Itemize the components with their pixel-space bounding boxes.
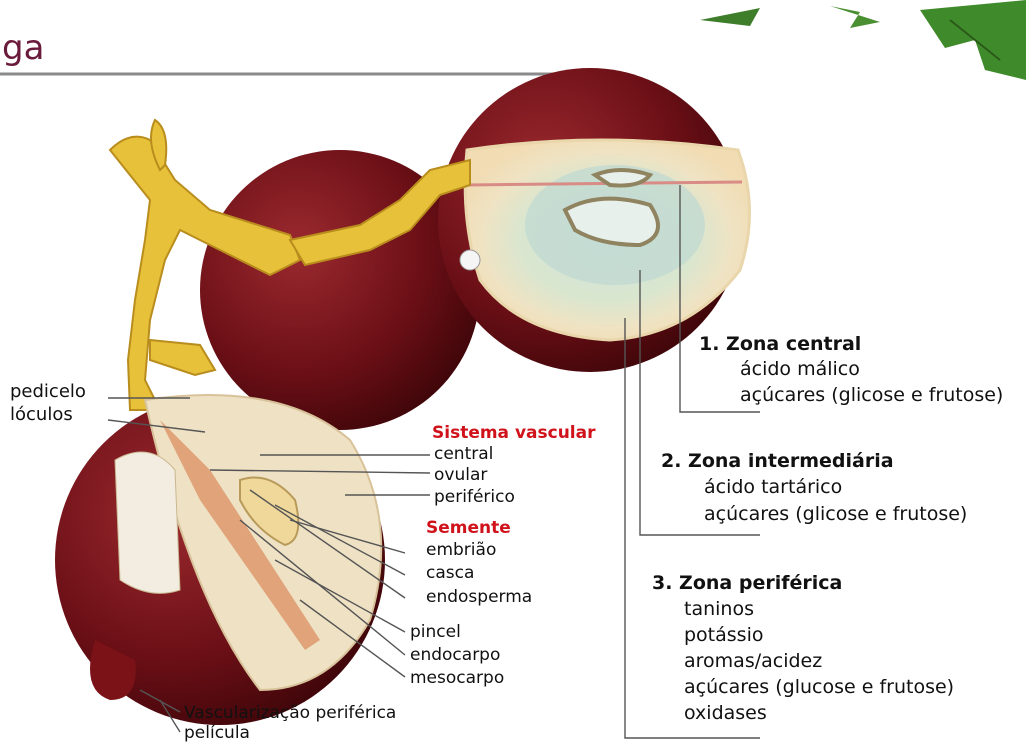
zone-1-item: ácido málico [740,360,860,379]
zone-1-title: 1. Zona central [699,335,861,354]
vascular-heading: Sistema vascular [432,425,595,442]
vascular-item: central [434,446,493,463]
zone-3-item: aromas/acidez [684,652,822,671]
zone-3-item: açúcares (glucose e frutose) [684,678,954,697]
zone-3-item: potássio [684,626,763,645]
semente-item: casca [426,565,474,582]
lower-label: endocarpo [410,647,500,664]
zone-3-item: taninos [684,600,754,619]
semente-heading: Semente [426,520,511,537]
zone-2-item: ácido tartárico [704,478,842,497]
lower-label: pincel [410,624,461,641]
label-loculos: lóculos [10,406,73,424]
zone-1-item: açúcares (glicose e frutose) [740,386,1003,405]
slide-title: ga [2,28,44,68]
zone-3-title: 3. Zona periférica [652,574,842,593]
bottom-label: película [184,725,250,742]
zone-2-title: 2. Zona intermediária [661,452,894,471]
vascular-item: ovular [434,467,487,484]
vascular-item: periférico [434,489,515,506]
zone-2-item: açúcares (glicose e frutose) [704,505,967,524]
vine-leaf-decoration [700,0,1026,80]
label-pedicelo: pedicelo [10,383,86,401]
lower-label: mesocarpo [410,670,504,687]
zone-3-item: oxidases [684,704,767,723]
semente-item: endosperma [426,589,532,606]
bottom-label: Vascularização periférica [184,705,396,722]
semente-item: embrião [426,542,496,559]
